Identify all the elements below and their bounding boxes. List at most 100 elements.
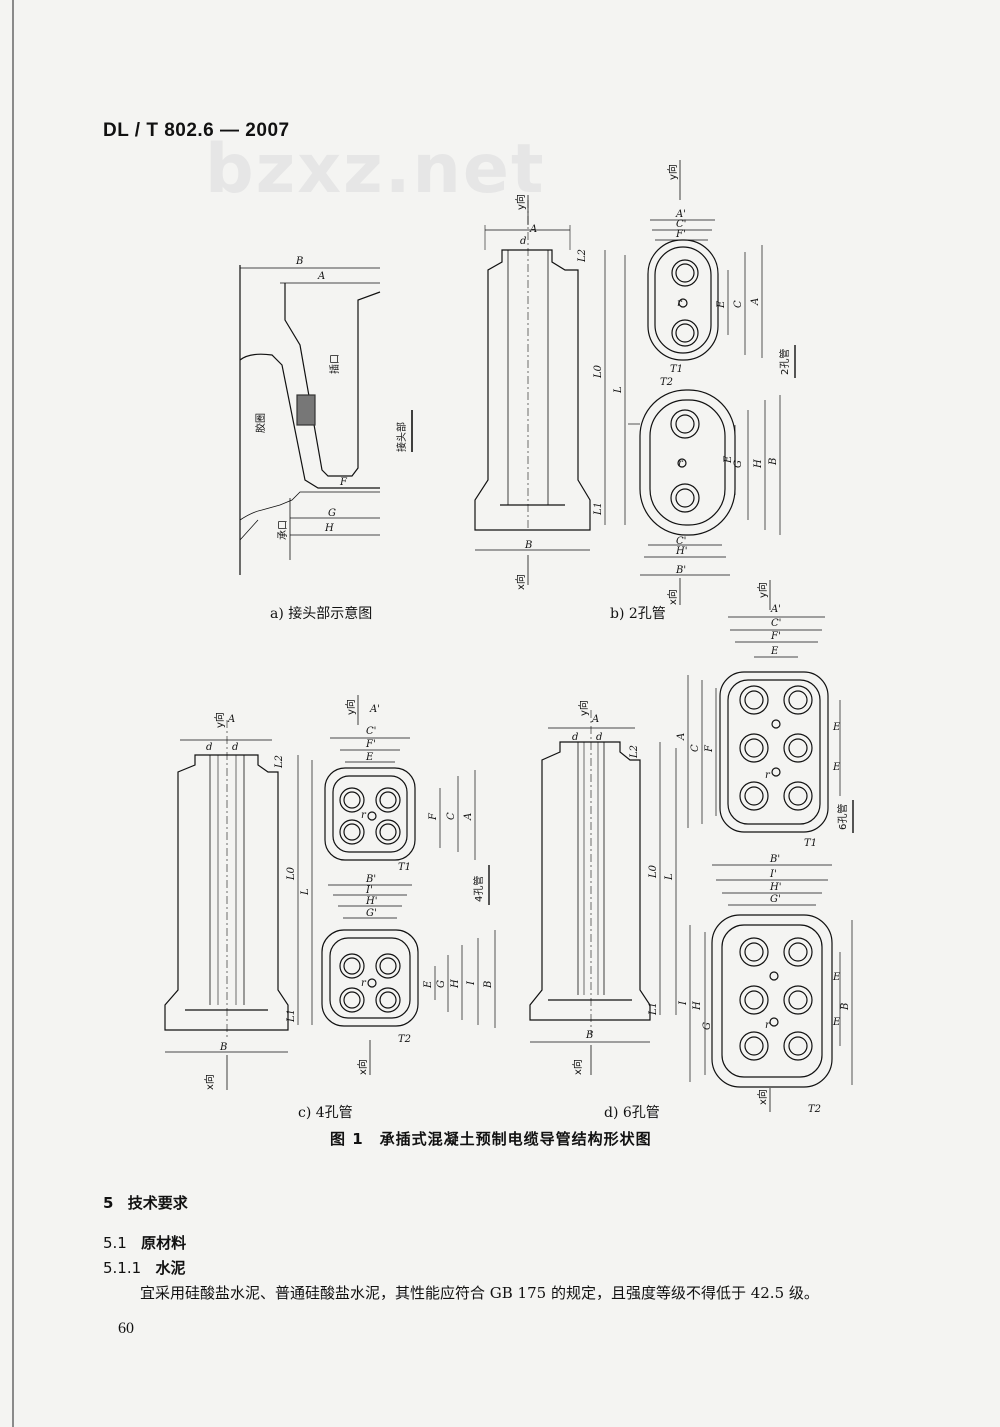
dir-x-c: x向 <box>203 1074 216 1090</box>
tag-6hole: 6孔管 <box>836 804 849 830</box>
dim-d-L: L <box>664 873 675 881</box>
dim-6b-Bp: B' <box>769 854 780 865</box>
four-hole-cross-sections: y向 A' C' F' E r T1 F C A 4孔管 <box>321 695 496 1075</box>
dim-6-E: E <box>770 646 779 657</box>
dir-x-b: x向 <box>514 574 527 590</box>
section-5-title: 技术要求 <box>127 1194 188 1212</box>
section-5-1-1-number: 5.1.1 <box>103 1259 142 1277</box>
label-chengkou: 承口 <box>277 520 289 540</box>
dim-6b-E1: E <box>832 972 841 983</box>
dim-2-Ap: A' <box>675 209 686 220</box>
dim-6b-Ip: I' <box>769 869 777 880</box>
dim-4b-Ip: I' <box>365 885 373 896</box>
caption-d: d) 6孔管 <box>604 1105 660 1121</box>
dim-c-B: B <box>219 1042 227 1053</box>
dim-6b-G: G <box>702 1022 713 1030</box>
dim-4b-Hp: H' <box>365 896 377 907</box>
dim-4b-I: I <box>466 980 477 986</box>
dim-4-r: r <box>361 810 367 821</box>
dim-6-C: C <box>690 744 701 752</box>
binding-margin-line <box>12 0 14 1427</box>
dir-y-6hole: y向 <box>756 582 769 598</box>
dir-y-c: y向 <box>213 712 226 728</box>
dim-4b-r: r <box>361 978 367 989</box>
section-5-1-heading: 5.1 原材料 <box>103 1232 186 1253</box>
section-5-1-title: 原材料 <box>141 1234 187 1252</box>
dim-6-Cp: C' <box>771 618 781 629</box>
dim-d-B: B <box>585 1030 593 1041</box>
dim-c-d1: d <box>206 742 212 753</box>
label-jiaoquan: 胶圈 <box>254 413 267 433</box>
dim-c-A: A <box>227 714 235 725</box>
label-chakou: 插口 <box>328 354 341 374</box>
dim-6b-E2: E <box>832 1017 841 1028</box>
dim-2-r: r <box>677 298 683 309</box>
dim-2-E: E <box>716 300 727 309</box>
dir-x-2hole: x向 <box>666 589 679 605</box>
dim-6b-B: B <box>840 1003 851 1011</box>
dim-b-B: B <box>524 540 532 551</box>
two-hole-side-view: A d B L0 L L1 L2 y向 x向 <box>474 194 626 590</box>
dim-2b-Hp: H' <box>675 546 687 557</box>
dim-4b-H: H <box>450 979 461 989</box>
dim-6b-Gp: G' <box>770 894 781 905</box>
dim-2b-B: B <box>768 458 779 466</box>
dim-6-E2: E <box>832 722 841 733</box>
dim-2-Cp: C' <box>676 219 686 230</box>
figure-title: 图 1 承插式混凝土预制电缆导管结构形状图 <box>330 1130 652 1148</box>
section-5-number: 5 <box>103 1194 114 1212</box>
dir-x-4hole: x向 <box>356 1059 369 1075</box>
page-number: 60 <box>118 1320 134 1337</box>
dim-2b-G: G <box>733 460 744 468</box>
section-5-1-number: 5.1 <box>103 1234 127 1252</box>
dim-2b-H: H <box>753 459 764 469</box>
dim-6-F: F <box>704 744 715 753</box>
dim-d-L0: L0 <box>648 864 659 879</box>
dir-x-d: x向 <box>571 1059 584 1075</box>
dim-d-L1: L1 <box>648 1002 659 1016</box>
dim-d-L2: L2 <box>629 745 640 759</box>
dim-6b-I: I <box>678 1000 689 1006</box>
dim-c-L2: L2 <box>274 755 285 769</box>
six-hole-side-view: A d d B L0 L L1 L2 y向 x向 <box>529 700 677 1075</box>
dim-c-L: L <box>300 888 311 896</box>
dim-c-d2: d <box>232 742 238 753</box>
dim-6-r: r <box>765 770 771 781</box>
caption-b: b) 2孔管 <box>610 606 666 622</box>
two-hole-cross-sections: y向 A' C' F' T1 T2 r E C A 2孔管 r <box>628 160 796 605</box>
dim-4-F: F <box>428 812 439 821</box>
dir-y-4hole: y向 <box>344 699 357 715</box>
dim-6-Fp: F' <box>770 631 781 642</box>
dim-4-Fp: F' <box>365 739 376 750</box>
tag-2hole: 2孔管 <box>778 349 791 375</box>
dim-6b-H: H <box>692 1001 703 1011</box>
dim-4-Cp: C' <box>366 726 376 737</box>
joint-detail-diagram: B A F G H 插口 胶圈 接头部 承口 <box>239 256 413 575</box>
dim-6b-T2: T2 <box>808 1104 821 1115</box>
dim-2-T1: T1 <box>670 364 683 375</box>
dim-2-C: C <box>733 300 744 308</box>
dir-y-2hole: y向 <box>666 164 679 180</box>
dim-2-Fp: F' <box>675 229 686 240</box>
body-paragraph-cement: 宜采用硅酸盐水泥、普通硅酸盐水泥，其性能应符合 GB 175 的规定，且强度等级… <box>140 1284 819 1302</box>
section-5-heading: 5 技术要求 <box>103 1192 188 1213</box>
dim-d-A: A <box>591 714 599 725</box>
dim-6-A: A <box>676 733 687 741</box>
dim-2b-Cp: C' <box>676 536 686 547</box>
dim-2b-r: r <box>678 458 684 469</box>
dim-4b-B: B <box>483 981 494 989</box>
dim-4-Ap: A' <box>369 704 380 715</box>
dim-6b-r: r <box>765 1020 771 1031</box>
dim-4b-G: G <box>436 980 447 988</box>
dim-b-L2: L2 <box>577 249 588 263</box>
label-a-A: A <box>317 271 325 282</box>
caption-a: a) 接头部示意图 <box>270 606 373 622</box>
dim-4-T1: T1 <box>398 862 411 873</box>
caption-c: c) 4孔管 <box>298 1105 353 1121</box>
dim-b-A: A <box>529 224 537 235</box>
dim-6-T1: T1 <box>804 838 817 849</box>
tag-4hole: 4孔管 <box>472 876 485 902</box>
section-5-1-1-title: 水泥 <box>155 1259 186 1277</box>
